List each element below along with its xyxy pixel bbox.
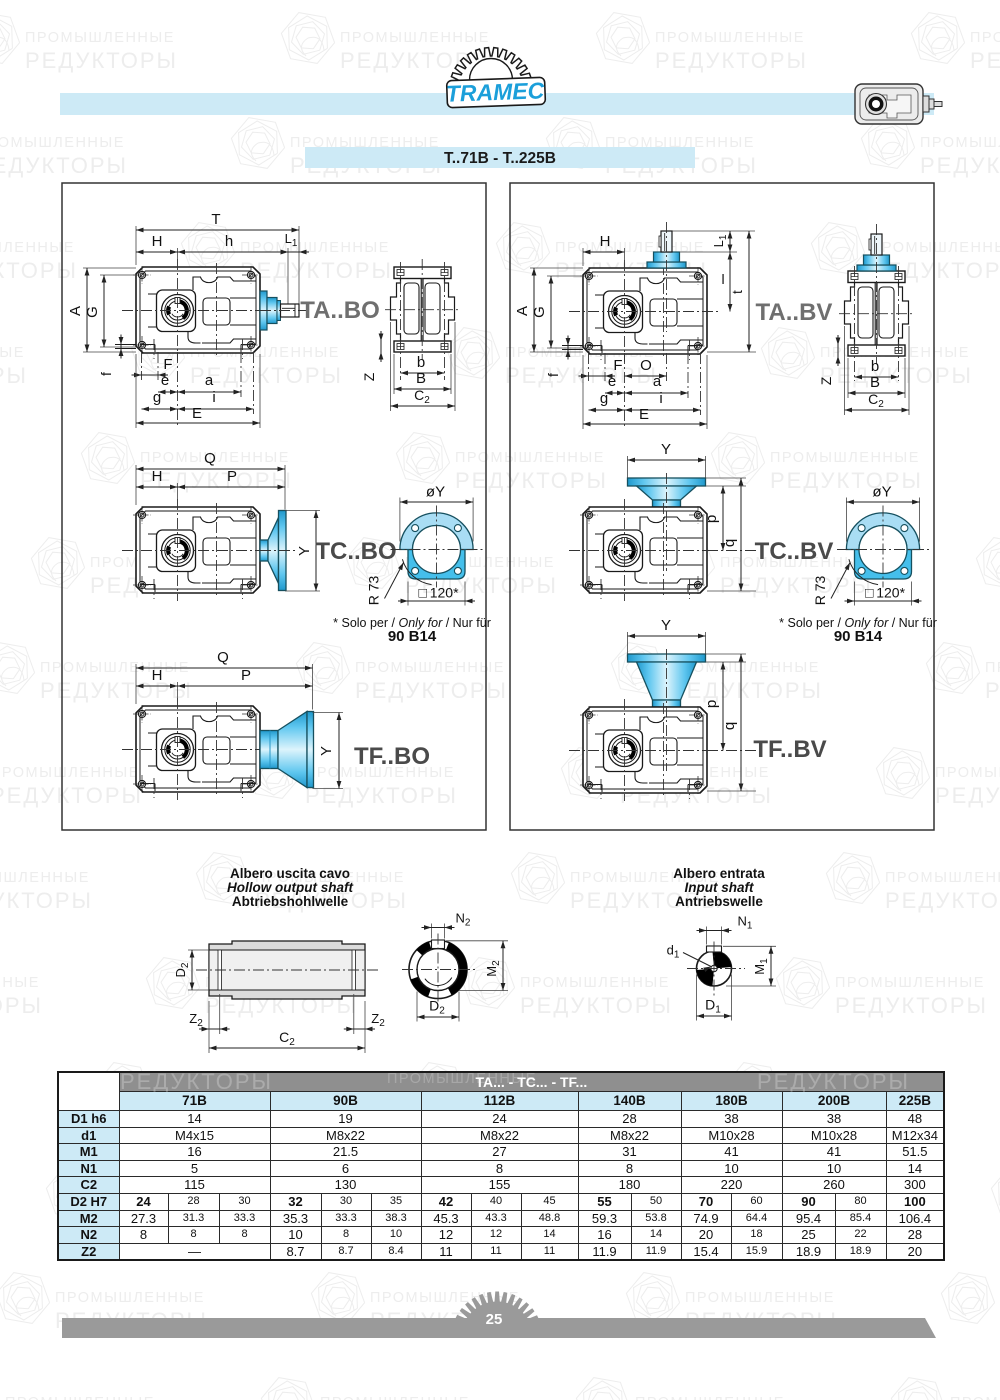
svg-text:B: B	[416, 370, 426, 387]
svg-text:□ 120*: □ 120*	[865, 585, 906, 601]
svg-text:Y: Y	[661, 617, 671, 634]
svg-text:TA..BV: TA..BV	[756, 299, 833, 326]
svg-text:f: f	[545, 373, 561, 377]
svg-text:G: G	[84, 306, 101, 318]
svg-text:i: i	[659, 390, 662, 407]
svg-text:g: g	[600, 390, 608, 407]
svg-text:Q: Q	[204, 450, 216, 467]
svg-text:t: t	[729, 290, 745, 294]
svg-text:R 73: R 73	[366, 576, 382, 606]
svg-text:f: f	[98, 372, 114, 376]
svg-text:b: b	[871, 358, 879, 375]
svg-text:90 B14: 90 B14	[388, 628, 437, 645]
svg-text:F: F	[163, 356, 172, 373]
svg-text:Y: Y	[296, 546, 313, 556]
svg-text:p: p	[703, 515, 720, 523]
svg-text:TC..BO: TC..BO	[315, 538, 396, 565]
svg-text:h: h	[225, 233, 233, 250]
svg-text:Z: Z	[361, 372, 377, 381]
svg-text:Y: Y	[661, 441, 671, 458]
svg-text:øY: øY	[872, 484, 891, 501]
svg-text:G: G	[531, 306, 548, 318]
svg-text:O: O	[640, 357, 652, 374]
svg-text:A: A	[514, 306, 531, 316]
svg-text:a: a	[653, 373, 662, 390]
svg-text:Z: Z	[818, 376, 834, 385]
svg-text:l: l	[721, 271, 724, 287]
svg-text:P: P	[227, 468, 237, 485]
svg-text:TF..BO: TF..BO	[354, 743, 430, 770]
svg-text:Antriebswelle: Antriebswelle	[675, 894, 763, 909]
svg-text:H: H	[600, 233, 611, 250]
svg-text:q: q	[721, 539, 738, 547]
svg-text:25: 25	[486, 1311, 503, 1328]
svg-text:øY: øY	[426, 484, 445, 501]
svg-text:Albero entrata: Albero entrata	[673, 866, 765, 881]
svg-text:TF..BV: TF..BV	[753, 736, 826, 763]
svg-text:b: b	[417, 354, 425, 371]
svg-text:Abtriebshohlwelle: Abtriebshohlwelle	[232, 894, 349, 909]
svg-text:T: T	[211, 211, 220, 228]
svg-text:Input shaft: Input shaft	[685, 880, 754, 895]
svg-text:* Solo per / Only for / Nur fü: * Solo per / Only for / Nur für	[779, 616, 937, 630]
svg-text:H: H	[152, 468, 163, 485]
svg-text:i: i	[212, 389, 215, 406]
svg-text:F: F	[613, 357, 622, 374]
svg-text:T..71B - T..225B: T..71B - T..225B	[444, 150, 556, 167]
svg-text:e: e	[608, 373, 616, 390]
svg-text:B: B	[870, 374, 880, 391]
svg-text:q: q	[721, 722, 738, 730]
svg-text:e: e	[161, 372, 169, 389]
svg-text:TC..BV: TC..BV	[755, 538, 834, 565]
svg-text:Albero uscita cavo: Albero uscita cavo	[230, 866, 350, 881]
svg-text:E: E	[192, 405, 202, 422]
svg-text:P: P	[241, 667, 251, 684]
svg-text:R 73: R 73	[812, 576, 828, 606]
svg-text:Y: Y	[318, 746, 335, 756]
svg-text:H: H	[152, 667, 163, 684]
svg-text:Q: Q	[217, 649, 229, 666]
svg-text:H: H	[152, 233, 163, 250]
svg-text:TRAMEC: TRAMEC	[445, 77, 545, 106]
svg-text:TA..BO: TA..BO	[300, 297, 380, 324]
svg-text:E: E	[639, 406, 649, 423]
svg-text:Hollow output shaft: Hollow output shaft	[227, 880, 353, 895]
svg-text:A: A	[67, 306, 84, 316]
svg-text:90 B14: 90 B14	[834, 628, 883, 645]
svg-text:g: g	[153, 389, 161, 406]
svg-text:□ 120*: □ 120*	[418, 585, 459, 601]
svg-text:p: p	[703, 700, 720, 708]
svg-text:a: a	[205, 372, 214, 389]
svg-text:* Solo per / Only for / Nur fü: * Solo per / Only for / Nur für	[333, 616, 491, 630]
